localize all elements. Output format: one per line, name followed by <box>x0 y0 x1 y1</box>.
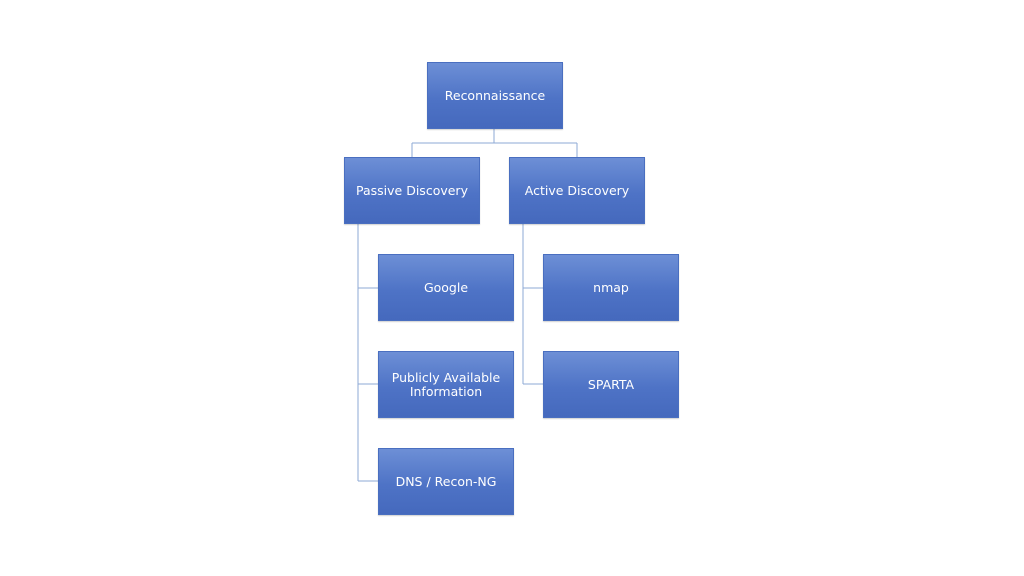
node-google: Google <box>378 254 514 321</box>
node-dns-recon-ng: DNS / Recon-NG <box>378 448 514 515</box>
node-google-label: Google <box>423 279 469 295</box>
node-active-discovery: Active Discovery <box>509 157 645 224</box>
node-active-discovery-label: Active Discovery <box>524 182 630 198</box>
node-passive-discovery: Passive Discovery <box>344 157 480 224</box>
node-publicly-available-information-label: Publicly Available Information <box>391 370 501 399</box>
node-reconnaissance: Reconnaissance <box>427 62 563 129</box>
node-sparta-label: SPARTA <box>587 376 635 392</box>
node-dns-recon-ng-label: DNS / Recon-NG <box>395 473 497 489</box>
node-sparta: SPARTA <box>543 351 679 418</box>
node-passive-discovery-label: Passive Discovery <box>356 182 468 198</box>
node-publicly-available-information: Publicly Available Information <box>378 351 514 418</box>
node-nmap-label: nmap <box>593 279 629 295</box>
node-reconnaissance-label: Reconnaissance <box>444 87 546 103</box>
node-nmap: nmap <box>543 254 679 321</box>
